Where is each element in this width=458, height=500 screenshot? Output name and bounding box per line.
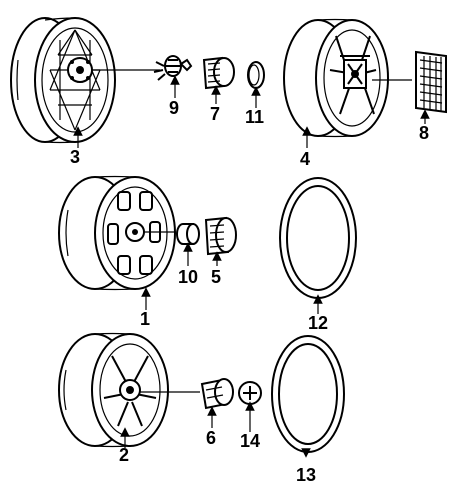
callout-14: 14 [240,431,261,451]
callout-4: 4 [300,149,311,169]
part-14-emblem [238,381,262,405]
part-13-trim-ring [271,335,345,453]
part-6-cap [200,378,234,410]
part-5-center-cap [204,216,237,256]
part-12-trim-ring [279,177,357,299]
part-8-decal [415,50,447,114]
wheel-1-slotted [58,175,176,291]
wheel-2 [58,332,200,448]
callout-5: 5 [211,267,222,287]
leader-lines [73,75,430,458]
part-9-bolts [153,55,193,81]
callout-7: 7 [210,104,221,124]
part-11-emblem [247,61,265,89]
callout-8: 8 [419,123,430,143]
callout-11: 11 [245,107,265,127]
callout-10: 10 [178,267,199,287]
callout-9: 9 [169,98,180,118]
callout-1: 1 [140,309,151,329]
callout-6: 6 [206,428,217,448]
part-7-center-cap [202,56,235,90]
wheel-3-lattice [10,17,160,144]
wheel-4-spoked [283,18,412,138]
callout-12: 12 [308,313,329,333]
callout-13: 13 [296,465,317,485]
part-10-spacer [176,223,200,245]
callout-2: 2 [119,445,130,465]
callout-3: 3 [70,147,81,167]
